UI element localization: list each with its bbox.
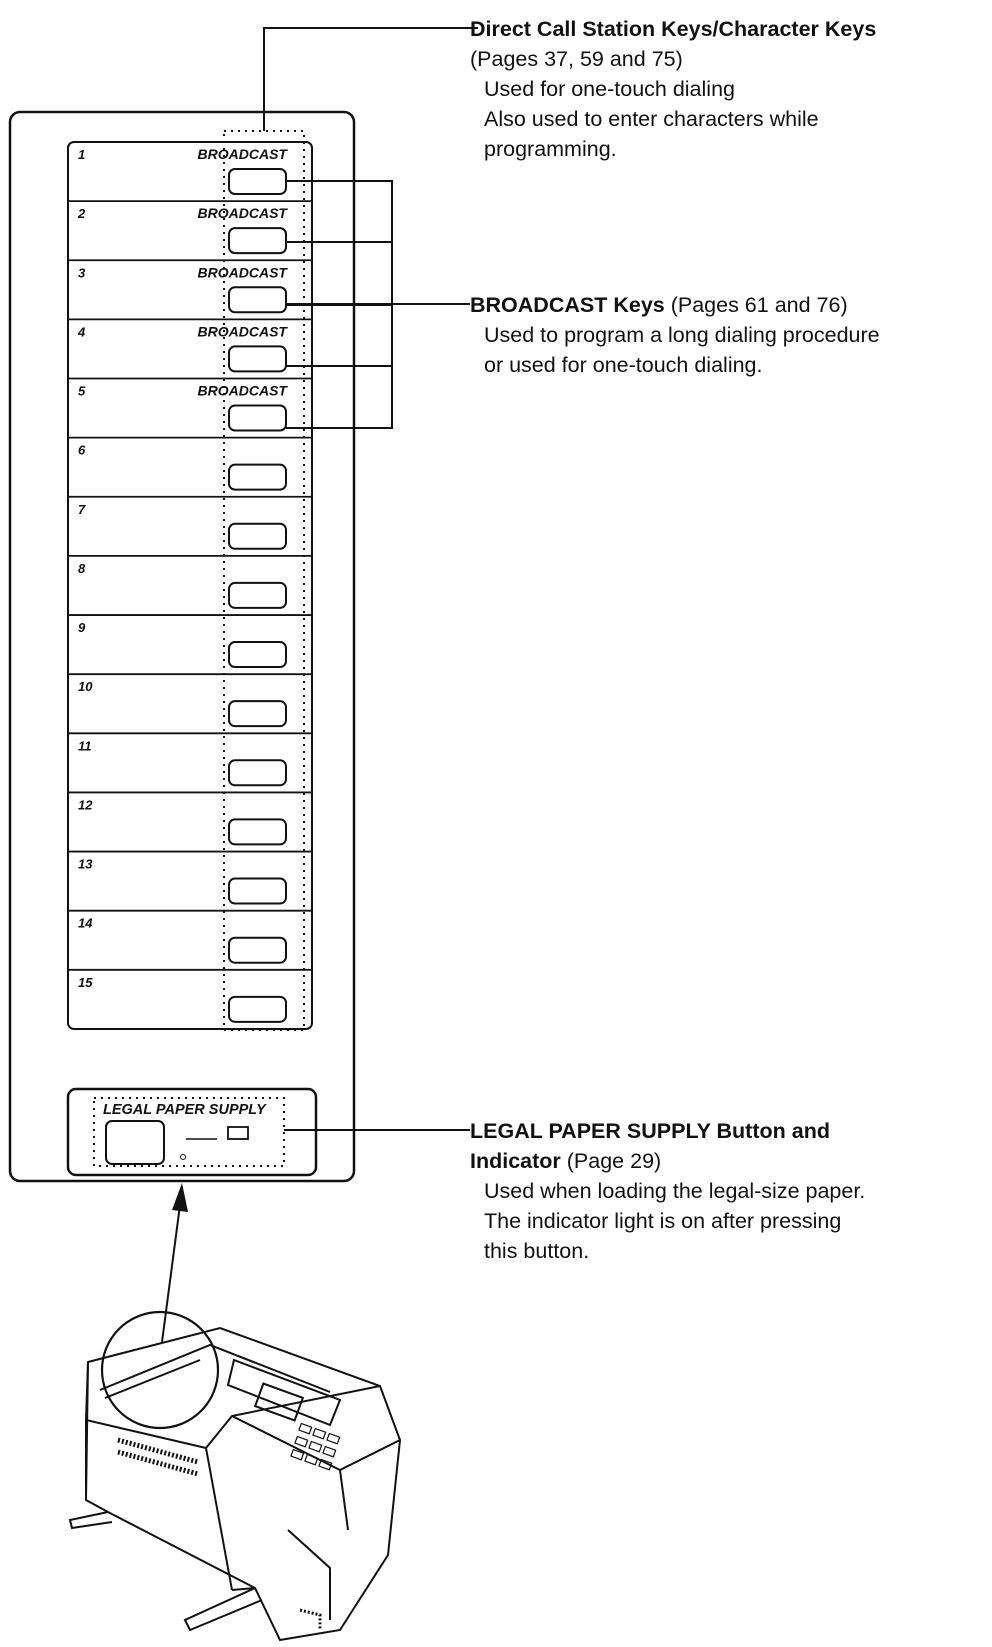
key-number-label: 1: [78, 147, 85, 162]
direct-call-callout: Direct Call Station Keys/Character Keys …: [470, 14, 985, 164]
broadcast-key-label: BROADCAST: [198, 146, 289, 162]
direct-call-station-key[interactable]: [228, 641, 287, 669]
direct-call-station-key[interactable]: [228, 404, 287, 432]
direct-call-desc-3: programming.: [484, 137, 617, 161]
key-strip-frame: [67, 141, 313, 1030]
legal-supply-button[interactable]: [105, 1120, 165, 1165]
key-number-label: 14: [78, 916, 93, 931]
direct-call-station-key[interactable]: [228, 168, 287, 195]
broadcast-desc-1: Used to program a long dialing procedure: [484, 323, 880, 347]
direct-call-station-key[interactable]: [228, 581, 287, 609]
broadcast-callout: BROADCAST Keys (Pages 61 and 76) Used to…: [470, 290, 985, 380]
key-number-label: 13: [78, 857, 93, 872]
key-number-label: 15: [78, 975, 93, 990]
direct-call-leader-line: [263, 27, 478, 131]
direct-call-station-key[interactable]: [228, 522, 287, 550]
direct-call-title: Direct Call Station Keys/Character Keys: [470, 17, 877, 41]
broadcast-key-label: BROADCAST: [198, 205, 289, 221]
key-number-label: 7: [78, 502, 86, 517]
legal-callout: LEGAL PAPER SUPPLY Button and Indicator …: [470, 1116, 985, 1266]
direct-call-station-key[interactable]: [228, 700, 287, 728]
key-number-label: 12: [78, 797, 93, 812]
panel-frame: [8, 110, 356, 1183]
legal-title-2: Indicator: [470, 1149, 561, 1173]
legal-panel-label: LEGAL PAPER SUPPLY: [103, 1102, 267, 1118]
direct-call-desc-2: Also used to enter characters while: [484, 107, 819, 131]
legal-indicator-light: [227, 1126, 249, 1140]
indicator-dot: [180, 1154, 186, 1160]
key-number-label: 9: [78, 620, 86, 635]
direct-call-pages: (Pages 37, 59 and 75): [470, 47, 683, 71]
direct-call-station-key[interactable]: [228, 345, 287, 373]
key-number-label: 6: [78, 443, 86, 458]
legal-desc-3: this button.: [484, 1239, 590, 1263]
broadcast-title: BROADCAST Keys: [470, 293, 665, 317]
broadcast-key-label: BROADCAST: [198, 323, 289, 339]
direct-call-station-key[interactable]: [228, 759, 287, 787]
zoom-circle: [100, 1310, 220, 1430]
legal-desc-2: The indicator light is on after pressing: [484, 1209, 842, 1233]
key-number-label: 5: [78, 384, 86, 399]
legal-title-1: LEGAL PAPER SUPPLY Button and: [470, 1119, 830, 1143]
broadcast-desc-2: or used for one-touch dialing.: [484, 353, 763, 377]
key-number-label: 10: [78, 679, 93, 694]
legal-supply-box: [66, 1087, 318, 1177]
broadcast-key-label: BROADCAST: [198, 383, 289, 399]
legal-supply-dotted-outline: [93, 1097, 285, 1167]
direct-call-station-key[interactable]: [228, 877, 287, 905]
direct-call-station-key[interactable]: [228, 463, 287, 491]
key-number-label: 2: [77, 206, 86, 221]
fax-machine-illustration: [68, 1310, 402, 1642]
broadcast-bracket: [286, 180, 470, 429]
key-number-label: 4: [77, 324, 86, 339]
direct-call-station-key[interactable]: [228, 936, 287, 964]
broadcast-pages: (Pages 61 and 76): [664, 293, 848, 317]
key-number-label: 11: [78, 738, 92, 753]
key-number-label: 8: [78, 561, 86, 576]
zoom-arrow: [161, 1183, 188, 1343]
direct-call-desc-1: Used for one-touch dialing: [484, 77, 735, 101]
legal-desc-1: Used when loading the legal-size paper.: [484, 1179, 866, 1203]
legal-pages: (Page 29): [560, 1149, 662, 1173]
key-number-label: 3: [78, 265, 86, 280]
direct-call-station-key[interactable]: [228, 995, 287, 1023]
direct-call-station-key[interactable]: [228, 818, 287, 846]
direct-call-station-key[interactable]: [228, 286, 287, 314]
broadcast-key-label: BROADCAST: [198, 264, 289, 280]
direct-call-station-key[interactable]: [228, 227, 287, 255]
